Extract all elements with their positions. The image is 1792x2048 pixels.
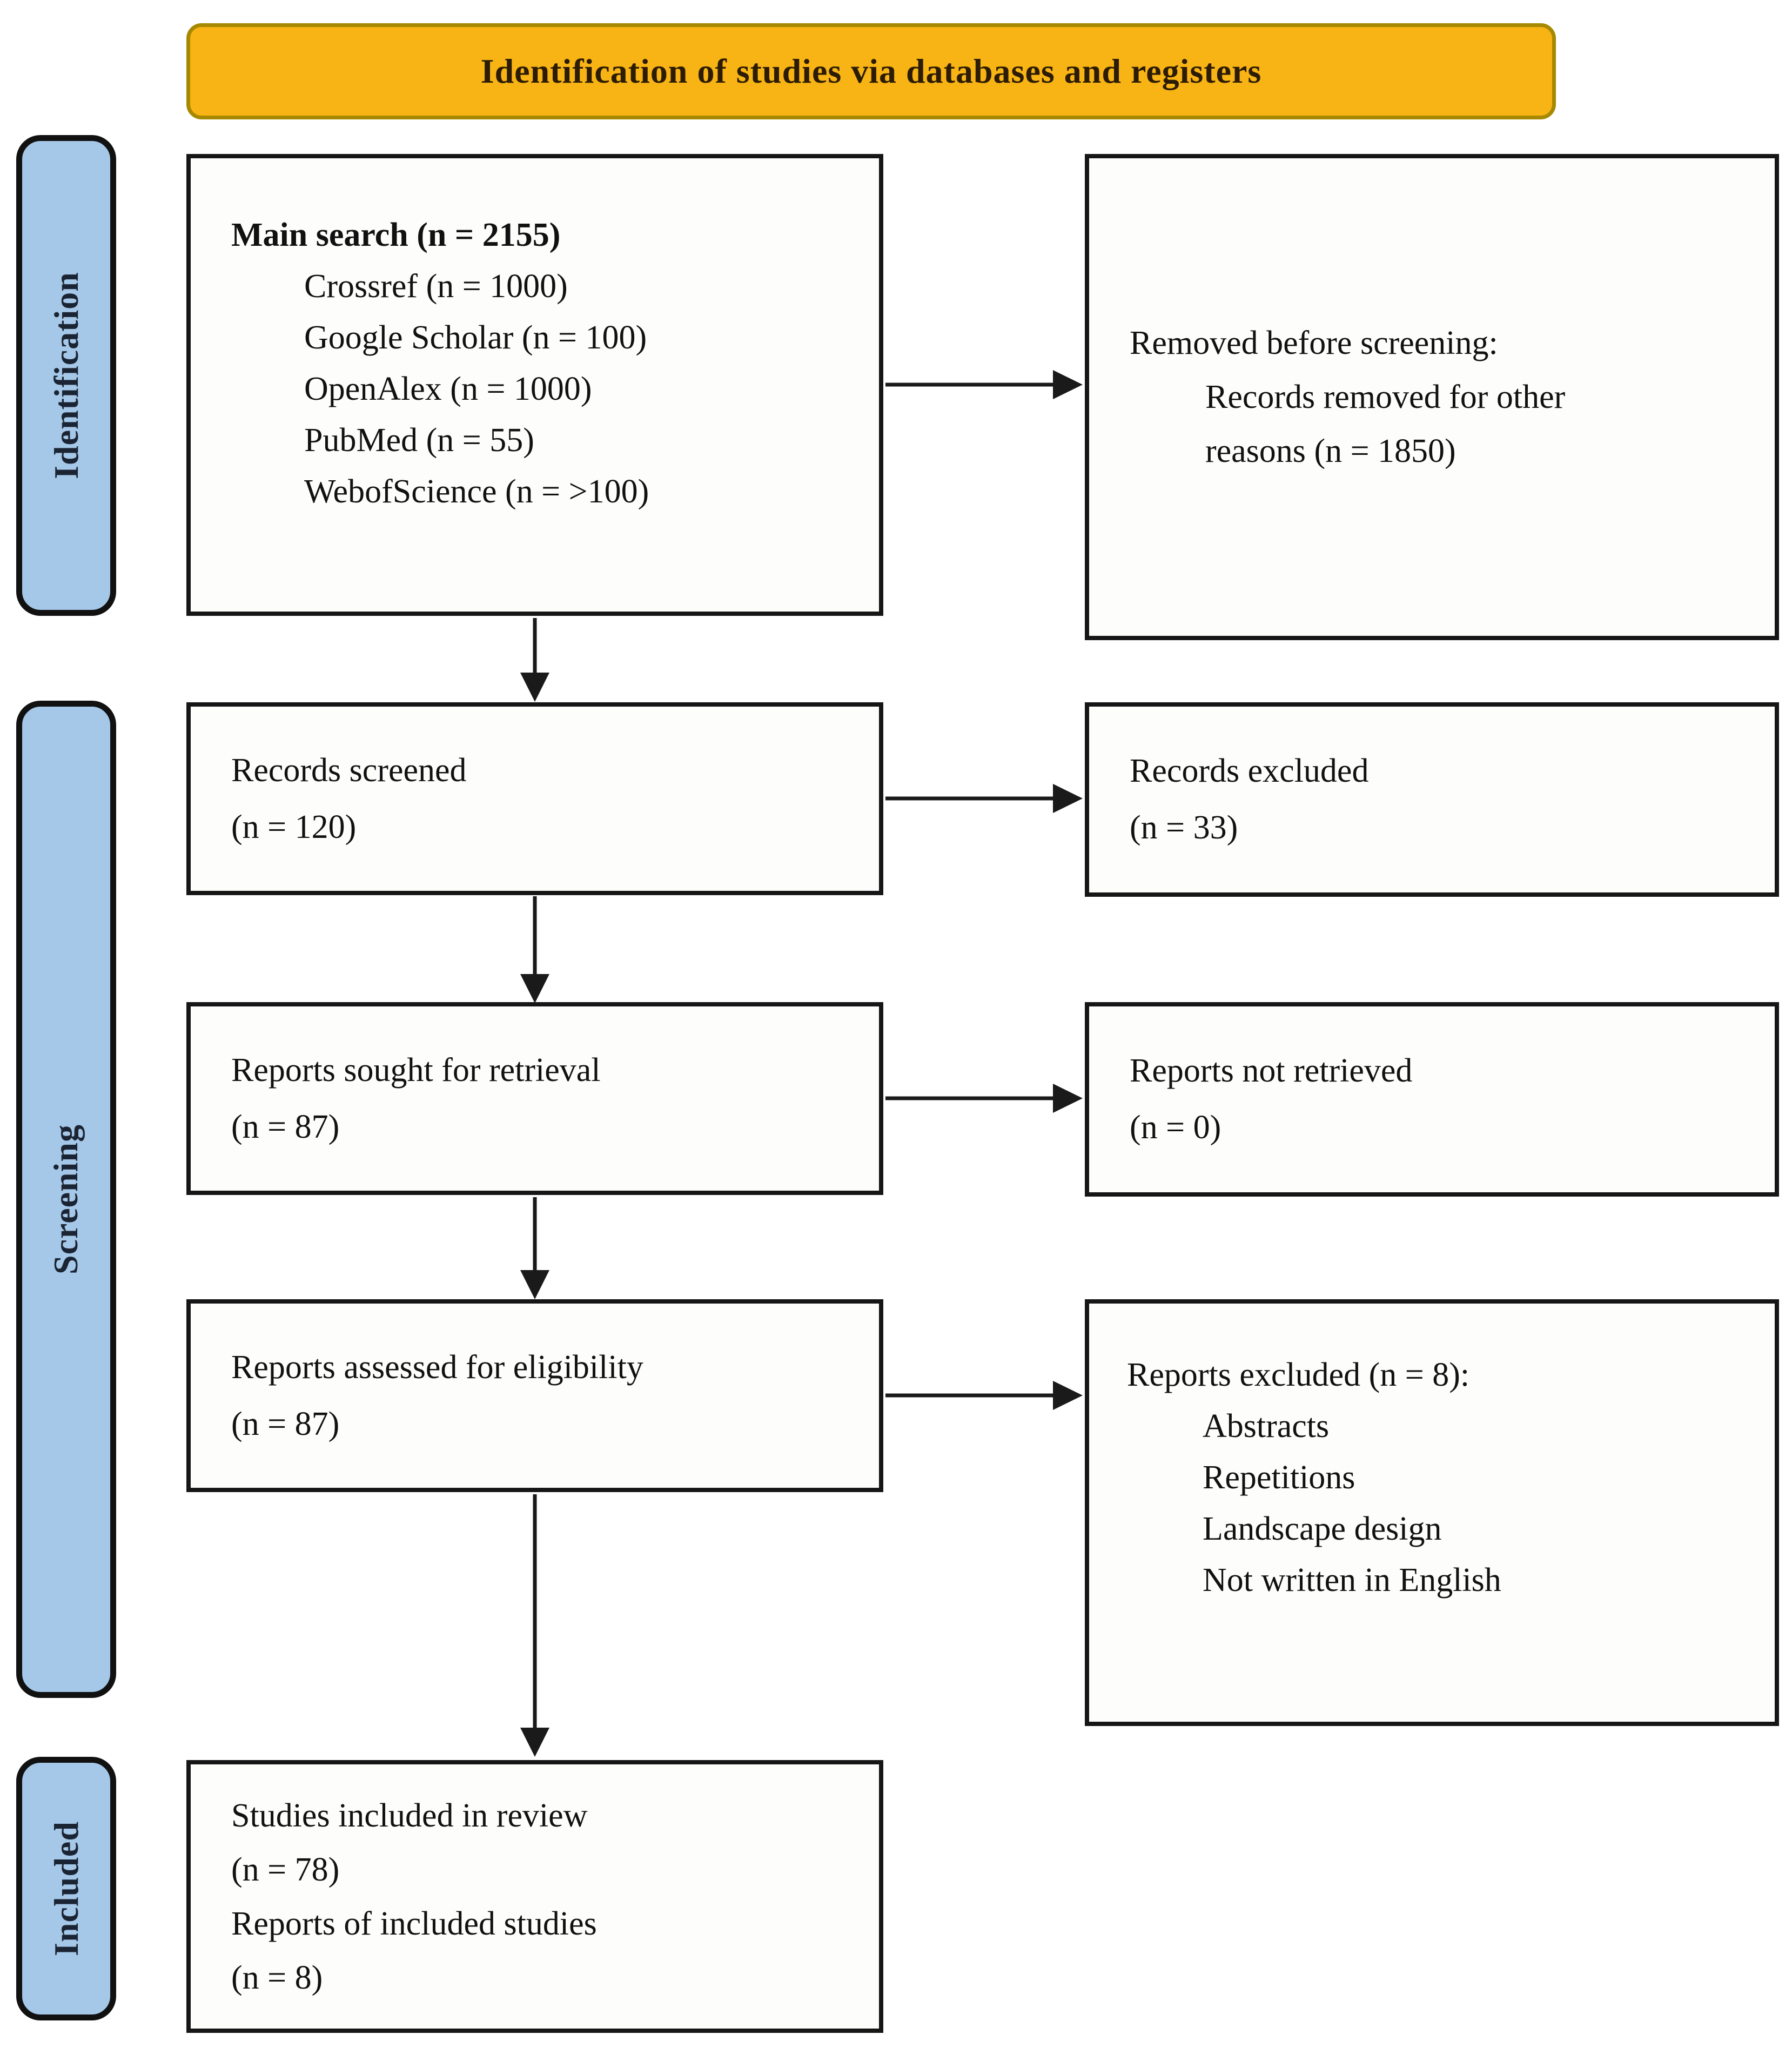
reports-included-count: (n = 8) — [231, 1959, 323, 1996]
reports-included-line: Reports of included studies — [231, 1905, 597, 1942]
arrow-right-assessed-to-reportsexcluded — [885, 1381, 1083, 1410]
removed-heading: Removed before screening: — [1130, 325, 1498, 361]
main-search-source: Google Scholar (n = 100) — [304, 319, 647, 356]
reports-excluded-heading: Reports excluded (n = 8): — [1127, 1357, 1470, 1393]
box-reports-assessed: Reports assessed for eligibility (n = 87… — [186, 1299, 883, 1492]
stage-label-identification: Identification — [46, 272, 85, 479]
stage-label-included: Included — [46, 1821, 85, 1956]
records-excluded-line: Records excluded — [1130, 753, 1369, 789]
removed-detail: Records removed for other reasons (n = 1… — [1205, 379, 1566, 469]
reports-excluded-reason: Landscape design — [1203, 1510, 1442, 1547]
reports-assessed-line: Reports assessed for eligibility — [231, 1348, 643, 1386]
arrow-right-screened-to-excluded — [885, 784, 1083, 813]
arrow-down-screened-to-sought — [520, 896, 549, 1003]
box-reports-not-retrieved: Reports not retrieved (n = 0) — [1085, 1002, 1779, 1197]
main-search-heading: Main search (n = 2155) — [231, 217, 561, 253]
arrow-right-mainsearch-to-removed — [885, 370, 1083, 399]
studies-included-line: Studies included in review — [231, 1797, 588, 1834]
box-studies-included: Studies included in review (n = 78) Repo… — [186, 1760, 883, 2033]
box-main-search: Main search (n = 2155) Crossref (n = 100… — [186, 154, 883, 616]
stage-bar-identification: Identification — [16, 135, 116, 616]
reports-sought-line: Reports sought for retrieval — [231, 1051, 601, 1089]
reports-excluded-reason: Not written in English — [1203, 1562, 1501, 1599]
stage-label-screening: Screening — [46, 1124, 85, 1275]
arrow-down-assessed-to-included — [520, 1494, 549, 1757]
reports-not-retrieved-line: Reports not retrieved — [1130, 1052, 1413, 1089]
arrow-right-sought-to-notretrieved — [885, 1084, 1083, 1113]
banner: Identification of studies via databases … — [186, 23, 1556, 119]
arrow-down-identification-to-screened — [520, 618, 549, 702]
records-excluded-count: (n = 33) — [1130, 809, 1238, 846]
stage-bar-screening: Screening — [16, 701, 116, 1698]
stage-bar-included: Included — [16, 1757, 116, 2020]
reports-assessed-count: (n = 87) — [231, 1405, 340, 1442]
reports-excluded-reason: Repetitions — [1203, 1459, 1355, 1496]
banner-title: Identification of studies via databases … — [480, 52, 1262, 90]
main-search-source: WebofScience (n = >100) — [304, 473, 649, 510]
records-screened-line: Records screened — [231, 751, 467, 789]
box-records-screened: Records screened (n = 120) — [186, 702, 883, 895]
main-search-source: PubMed (n = 55) — [304, 422, 534, 459]
records-screened-count: (n = 120) — [231, 808, 357, 845]
studies-included-count: (n = 78) — [231, 1851, 340, 1888]
box-reports-sought: Reports sought for retrieval (n = 87) — [186, 1002, 883, 1195]
box-reports-excluded: Reports excluded (n = 8): Abstracts Repe… — [1085, 1299, 1779, 1726]
arrow-down-sought-to-assessed — [520, 1197, 549, 1299]
reports-sought-count: (n = 87) — [231, 1108, 340, 1145]
box-records-excluded: Records excluded (n = 33) — [1085, 702, 1779, 897]
main-search-source: Crossref (n = 1000) — [304, 268, 568, 305]
reports-excluded-reason: Abstracts — [1203, 1408, 1330, 1445]
reports-not-retrieved-count: (n = 0) — [1130, 1109, 1221, 1146]
box-removed-before-screening: Removed before screening: Records remove… — [1085, 154, 1779, 640]
main-search-source: OpenAlex (n = 1000) — [304, 371, 592, 407]
